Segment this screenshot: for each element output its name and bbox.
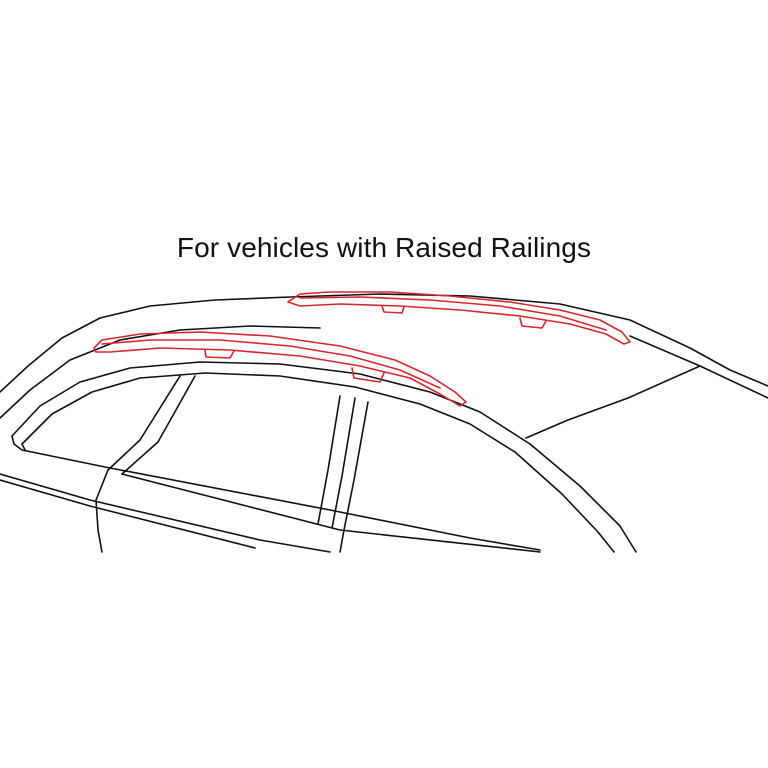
rear-roof-rail [287,291,631,345]
caption-text: For vehicles with Raised Railings [176,232,592,263]
window-frame [11,361,637,553]
front-roof-rail [93,331,467,407]
roof-outline [0,293,768,439]
window-pillars [107,375,369,531]
door-lines [0,469,541,553]
